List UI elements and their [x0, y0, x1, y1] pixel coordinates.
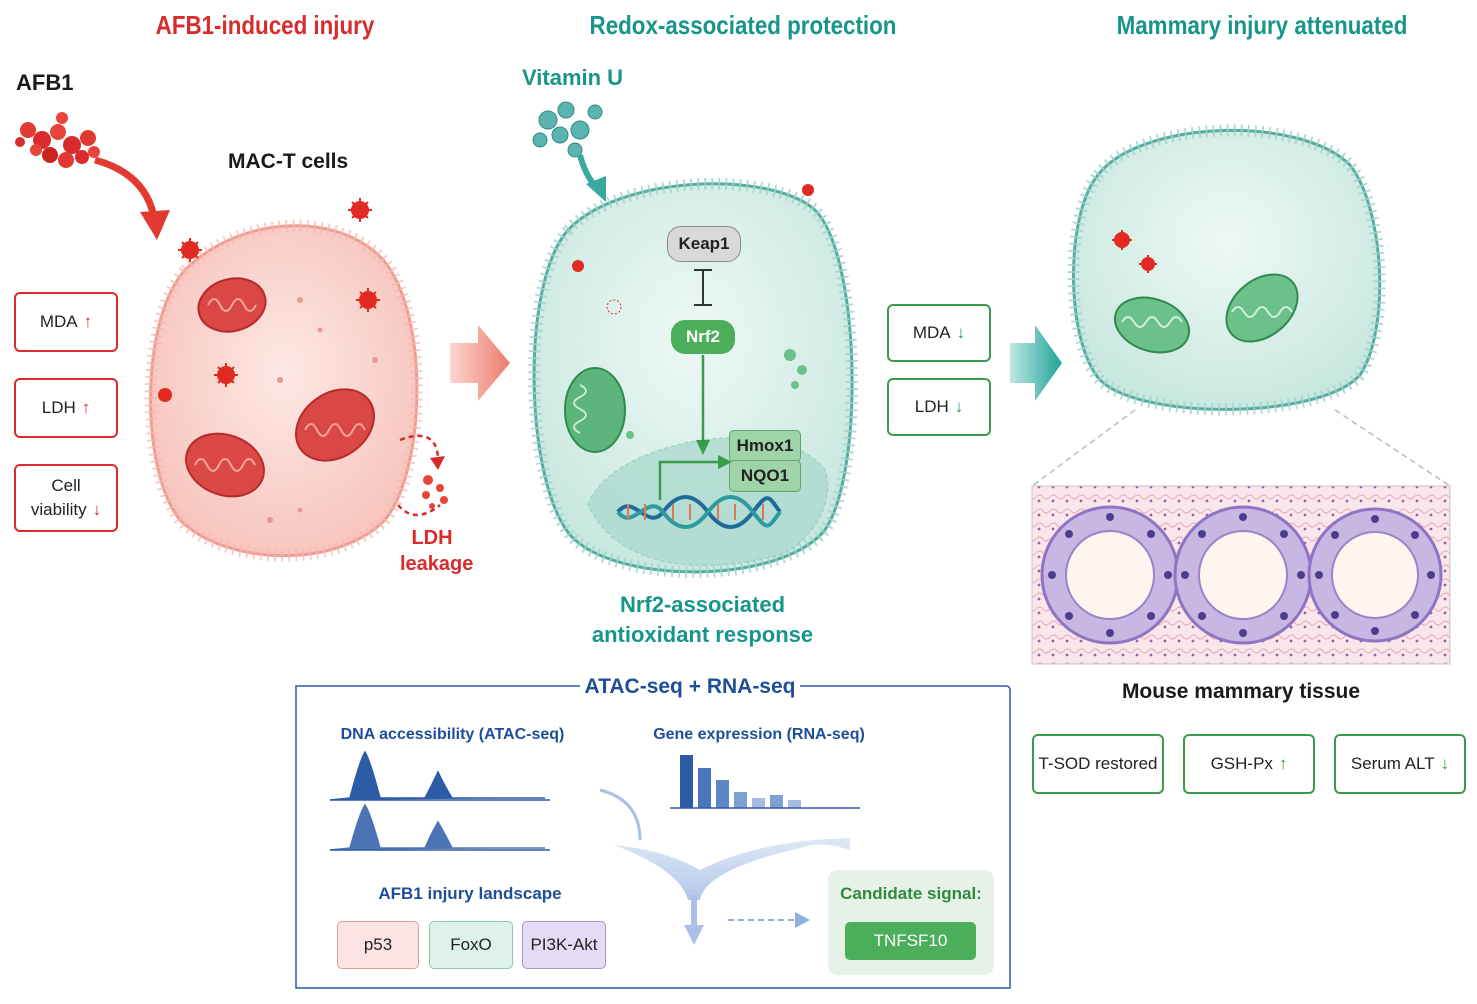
afb1-particles-icon — [15, 112, 100, 168]
marker-mda-label: MDA — [912, 323, 951, 342]
marker-ldh-down: LDH ↓ — [887, 378, 991, 436]
arrow-down-icon: ↓ — [956, 323, 966, 342]
atac-label: DNA accessibility (ATAC-seq) — [340, 726, 565, 743]
arrow-down-icon: ↓ — [92, 500, 102, 519]
mac-t-cell-injured — [144, 219, 423, 562]
marker-viability-line1: Cell — [51, 476, 81, 495]
candidate-signal-label: Candidate signal: — [840, 884, 982, 903]
arrow-to-protection-icon — [450, 325, 510, 401]
nqo1-node: NQO1 — [729, 460, 801, 492]
marker-ldh-label: LDH — [41, 398, 76, 417]
marker-ldh-label: LDH — [914, 397, 949, 416]
marker-viability-line2: viability — [30, 500, 87, 519]
marker-serum-alt-down: Serum ALT ↓ — [1334, 734, 1466, 794]
marker-alt-label: Serum ALT — [1350, 754, 1435, 773]
arrow-down-icon: ↓ — [1440, 754, 1450, 773]
panel-title-protection: Redox-associated protection — [589, 10, 897, 40]
omics-title: ATAC-seq + RNA-seq — [584, 675, 796, 699]
marker-mda-down: MDA ↓ — [887, 304, 991, 362]
caption-line1: Nrf2-associated — [619, 592, 786, 617]
afb1-label: AFB1 — [16, 70, 74, 95]
marker-mda-up: MDA ↑ — [14, 292, 118, 352]
dna-helix-icon — [616, 495, 782, 529]
vitamin-u-label: Vitamin U — [522, 65, 624, 90]
vitamin-u-molecule-icon — [532, 101, 603, 158]
caption-line2: antioxidant response — [591, 622, 814, 647]
arrow-to-attenuated-icon — [1010, 325, 1062, 401]
hmox1-node: Hmox1 — [729, 430, 801, 462]
arrow-up-icon: ↑ — [83, 312, 93, 331]
pathway-p53: p53 — [337, 921, 419, 969]
atac-tracks-icon — [329, 750, 550, 851]
rna-bars-icon — [670, 755, 860, 809]
panel-title-attenuated: Mammary injury attenuated — [1116, 10, 1408, 40]
mac-t-cells-label: MAC-T cells — [228, 150, 349, 173]
marker-tsod-label: T-SOD restored — [1038, 754, 1158, 773]
marker-mda-label: MDA — [39, 312, 78, 331]
marker-gshpx-label: GSH-Px — [1210, 754, 1273, 773]
arrow-up-icon: ↑ — [81, 398, 91, 417]
rna-label: Gene expression (RNA-seq) — [653, 726, 865, 743]
arrow-up-icon: ↑ — [1278, 754, 1288, 773]
ldh-droplets-icon — [422, 475, 448, 509]
panel-title-injury: AFB1-induced injury — [155, 10, 375, 40]
mac-t-cell-recovered — [1067, 124, 1386, 416]
pathway-pi3k-akt: PI3K-Akt — [522, 921, 606, 969]
landscape-label: AFB1 injury landscape — [378, 884, 562, 903]
pathway-foxo: FoxO — [429, 921, 513, 969]
ldh-leakage-line2: leakage — [400, 553, 474, 575]
mouse-tissue-label: Mouse mammary tissue — [1121, 680, 1361, 703]
marker-ldh-up: LDH ↑ — [14, 378, 118, 438]
nrf2-node: Nrf2 — [671, 320, 735, 354]
keap1-node: Keap1 — [667, 226, 741, 262]
marker-gsh-px-up: GSH-Px ↑ — [1183, 734, 1315, 794]
mammary-tissue-image — [1031, 485, 1451, 665]
ldh-leakage-label: LDH leakage — [400, 525, 474, 577]
arrow-down-icon: ↓ — [954, 397, 964, 416]
ldh-leakage-line1: LDH — [411, 527, 453, 549]
candidate-gene-tnfsf10: TNFSF10 — [845, 922, 976, 960]
nrf2-response-caption: Nrf2-associated antioxidant response — [580, 590, 825, 650]
marker-cell-viability-down: Cell viability ↓ — [14, 464, 118, 532]
omics-frame — [295, 685, 1011, 989]
marker-tsod-restored: T-SOD restored — [1032, 734, 1164, 794]
